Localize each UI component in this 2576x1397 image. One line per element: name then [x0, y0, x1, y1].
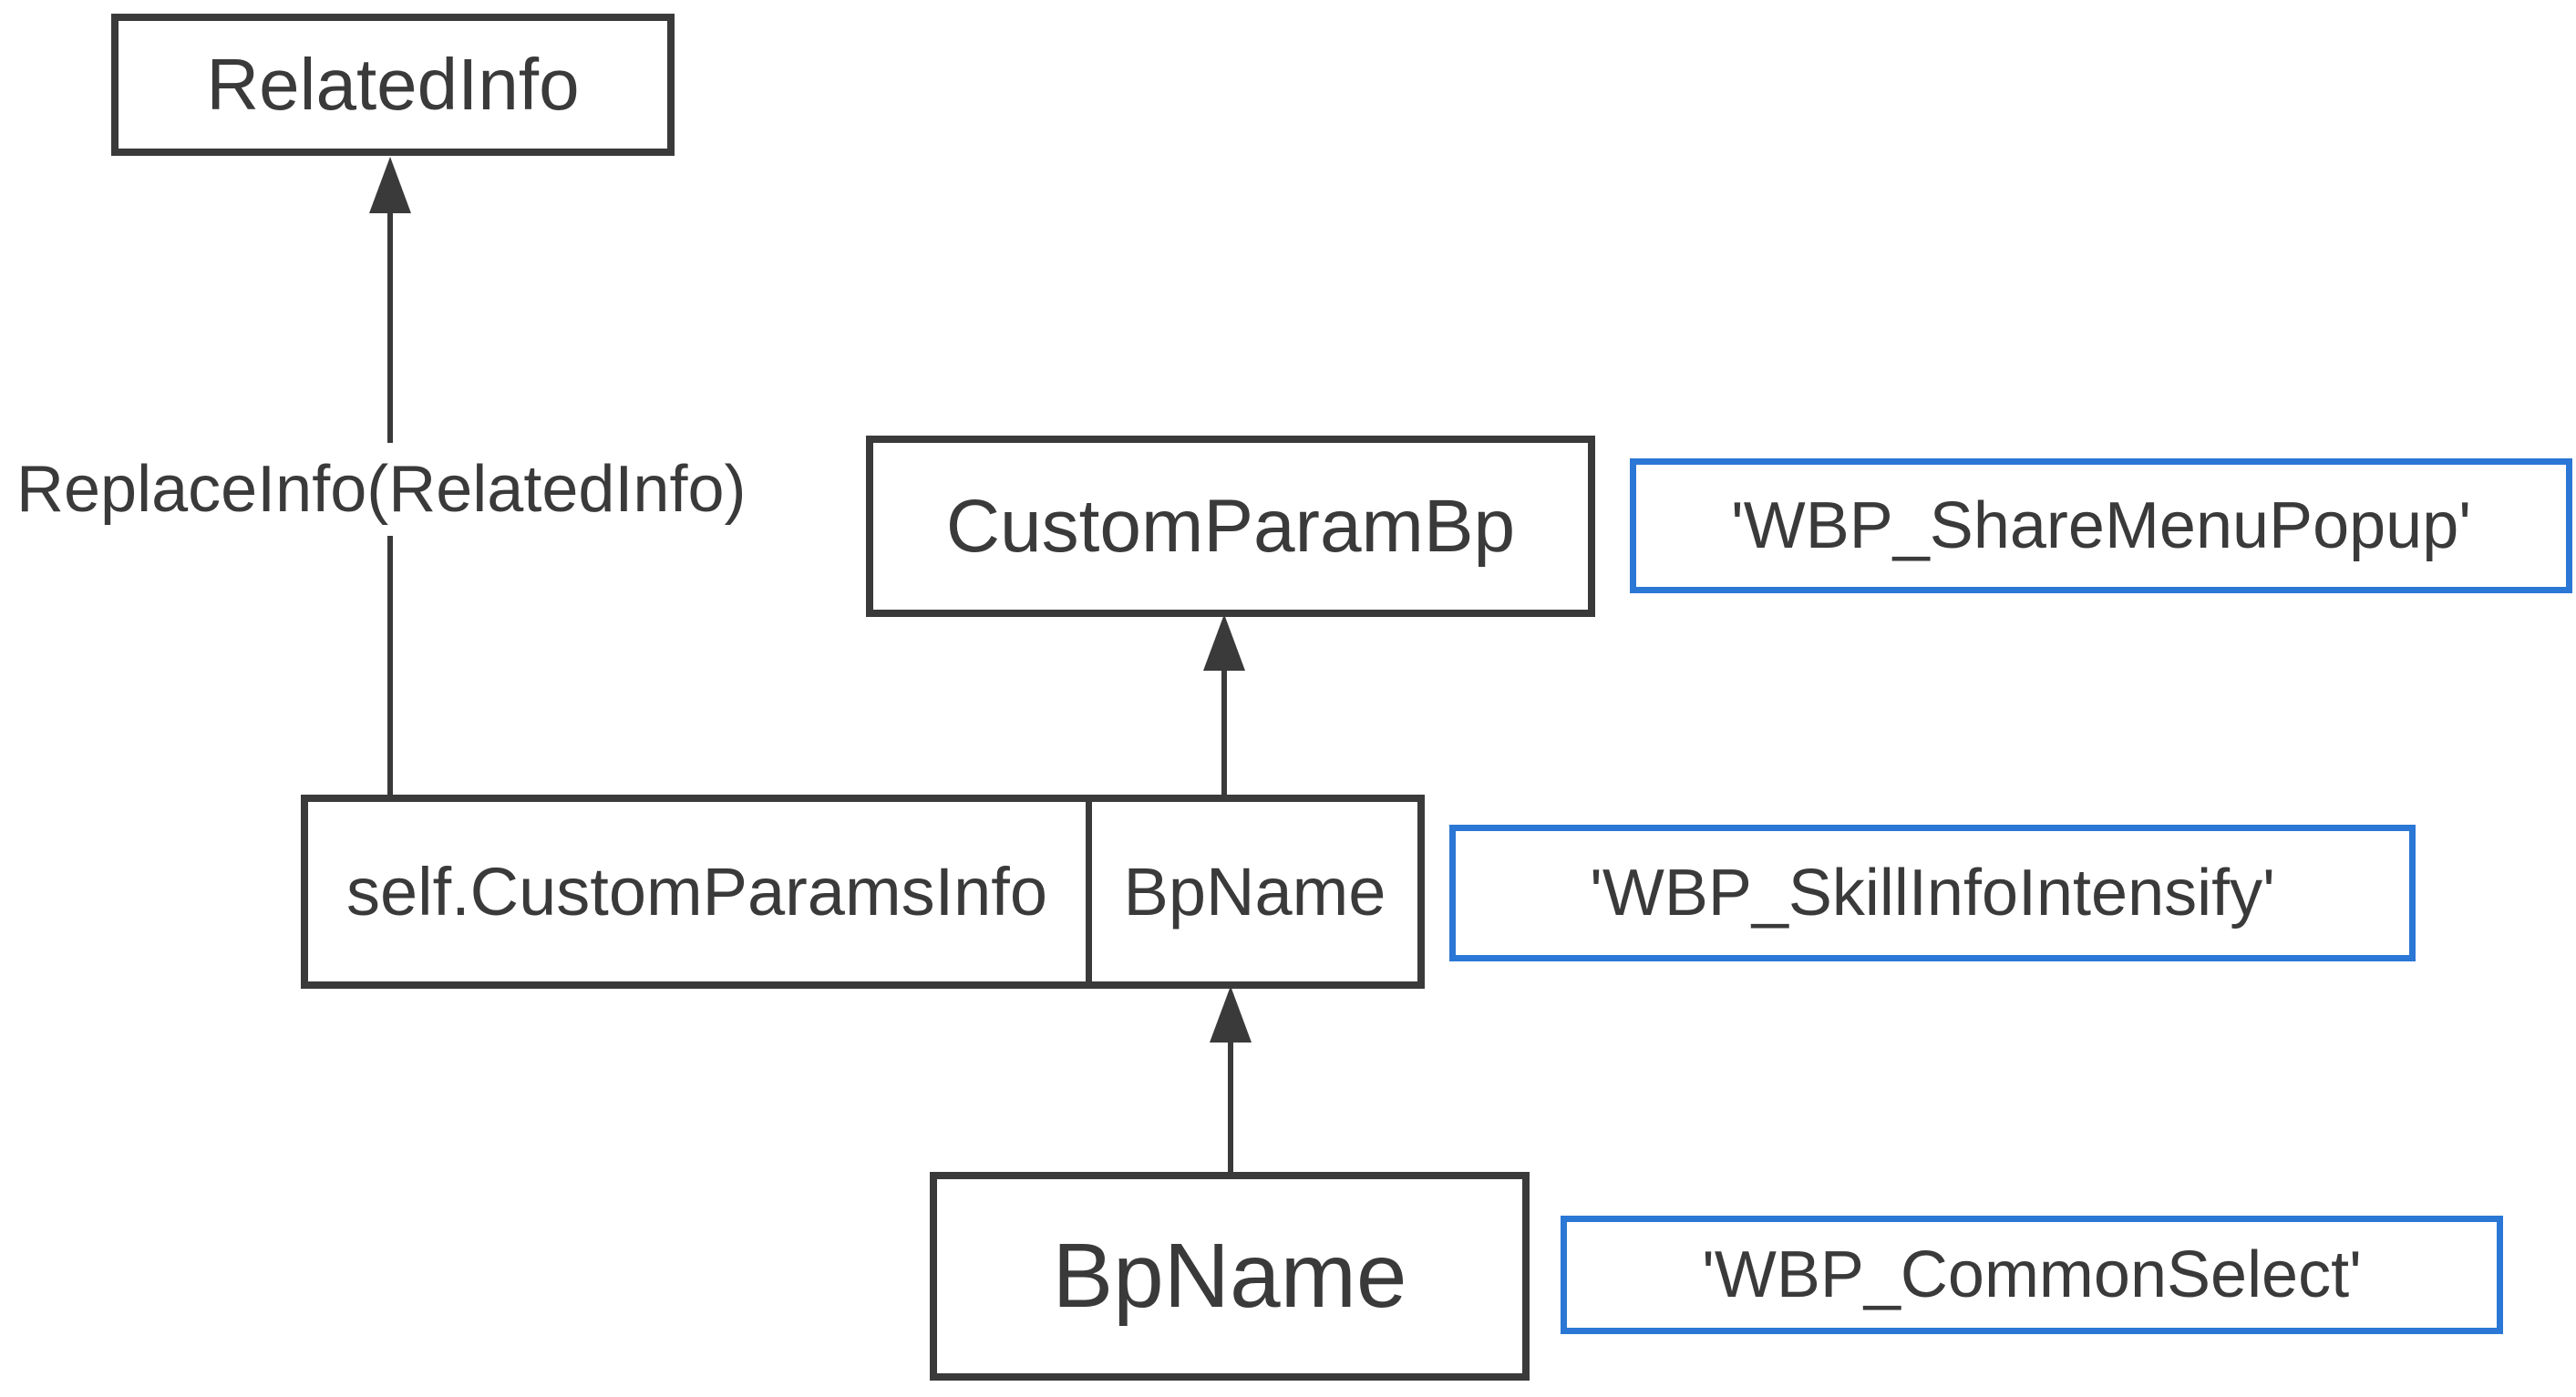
- annotation-share-menu-popup: 'WBP_ShareMenuPopup': [1630, 458, 2572, 593]
- replace-info-edge-label: ReplaceInfo(RelatedInfo): [9, 443, 754, 536]
- arrow-head-up-icon: [1203, 614, 1245, 671]
- annotation-common-select: 'WBP_CommonSelect': [1561, 1216, 2503, 1334]
- arrow-head-up-icon: [1210, 986, 1252, 1043]
- custom-params-info-cell-label: self.CustomParamsInfo: [345, 854, 1048, 930]
- bp-name-bottom-node-label: BpName: [1052, 1225, 1407, 1327]
- custom-param-bp-node-label: CustomParamBp: [945, 484, 1516, 568]
- arrow-line-bpname-to-custom-param-bp: [1221, 663, 1227, 795]
- annotation-common-select-label: 'WBP_CommonSelect': [1702, 1238, 2362, 1311]
- custom-params-info-row-node: self.CustomParamsInfo BpName: [301, 795, 1425, 989]
- related-info-node-label: RelatedInfo: [206, 44, 580, 125]
- custom-param-bp-node: CustomParamBp: [866, 436, 1595, 617]
- annotation-skill-info-intensify: 'WBP_SkillInfoIntensify': [1449, 825, 2416, 961]
- related-info-node: RelatedInfo: [111, 14, 675, 156]
- custom-params-info-cell: self.CustomParamsInfo: [308, 802, 1092, 981]
- bp-name-bottom-node: BpName: [930, 1172, 1530, 1381]
- arrow-line-bpname-bottom-to-bpname-cell: [1228, 1035, 1233, 1172]
- bp-name-cell-label: BpName: [1123, 854, 1386, 930]
- annotation-share-menu-popup-label: 'WBP_ShareMenuPopup': [1731, 489, 2471, 562]
- bp-name-cell: BpName: [1092, 802, 1417, 981]
- arrow-head-up-icon: [369, 157, 411, 213]
- annotation-skill-info-intensify-label: 'WBP_SkillInfoIntensify': [1590, 857, 2275, 930]
